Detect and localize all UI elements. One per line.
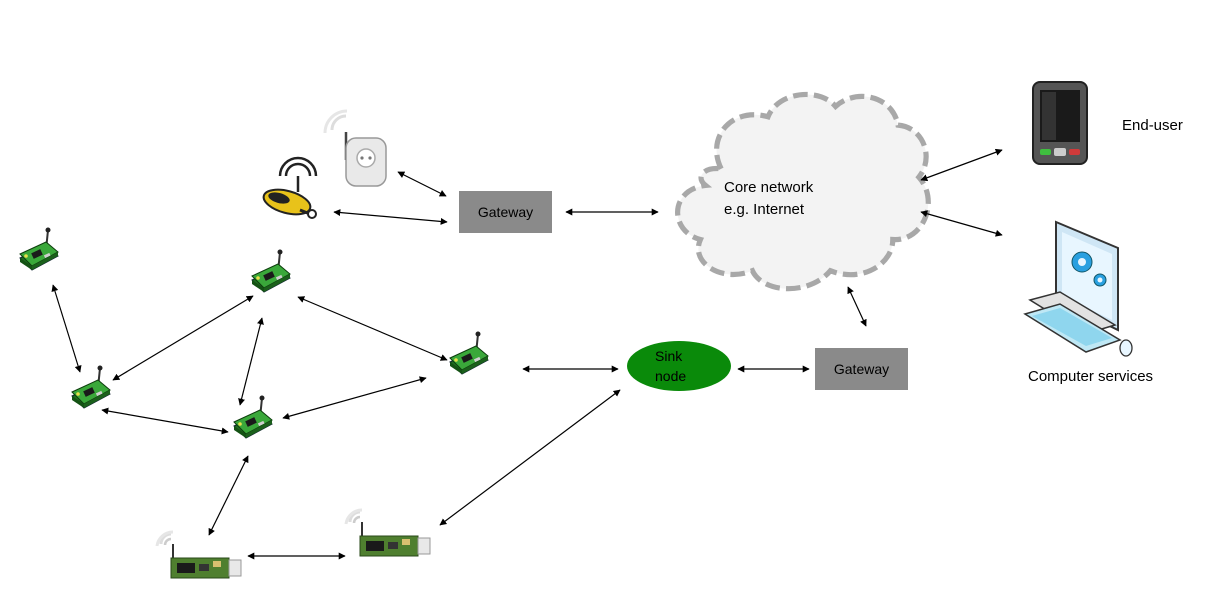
sink-line2: node — [655, 368, 687, 384]
cloud-line1: Core network — [724, 179, 814, 196]
link — [297, 296, 448, 361]
link — [208, 455, 249, 536]
link — [397, 171, 447, 197]
smart-plug-icon — [323, 109, 387, 187]
sensor-node-icon — [233, 394, 273, 439]
link — [51, 284, 82, 373]
sensor-node-icon — [449, 330, 489, 375]
sink-node — [627, 341, 731, 391]
computer-services-label: Computer services — [1028, 368, 1154, 385]
cloud-line2: e.g. Internet — [724, 201, 805, 218]
gateway-top-box: Gateway — [459, 191, 552, 233]
link — [333, 209, 448, 225]
pda-icon — [1032, 81, 1088, 165]
cloud-text: Core network e.g. Internet — [724, 177, 813, 221]
sensor-node-icon — [251, 248, 291, 293]
usb-sensor-icon — [155, 530, 243, 580]
link — [282, 376, 427, 420]
sensor-node-icon — [19, 226, 59, 271]
sink-text: Sink node — [655, 346, 686, 386]
link — [238, 317, 264, 406]
gateway-bottom-box: Gateway — [815, 348, 908, 390]
computer-icon — [1023, 220, 1133, 357]
links — [51, 148, 1003, 560]
gateway-bottom-label: Gateway — [833, 361, 890, 377]
sink-line1: Sink — [655, 348, 683, 364]
gateway-top-label: Gateway — [477, 204, 534, 220]
link — [847, 286, 867, 327]
link — [439, 389, 621, 526]
link — [920, 148, 1003, 182]
link — [112, 295, 254, 381]
link — [920, 210, 1003, 237]
link — [101, 407, 229, 435]
sensor-node-icon — [71, 364, 111, 409]
core-network-cloud — [675, 91, 931, 292]
webcam-icon — [262, 156, 318, 219]
end-user-label: End-user — [1122, 117, 1183, 134]
usb-sensor-icon — [344, 508, 432, 558]
